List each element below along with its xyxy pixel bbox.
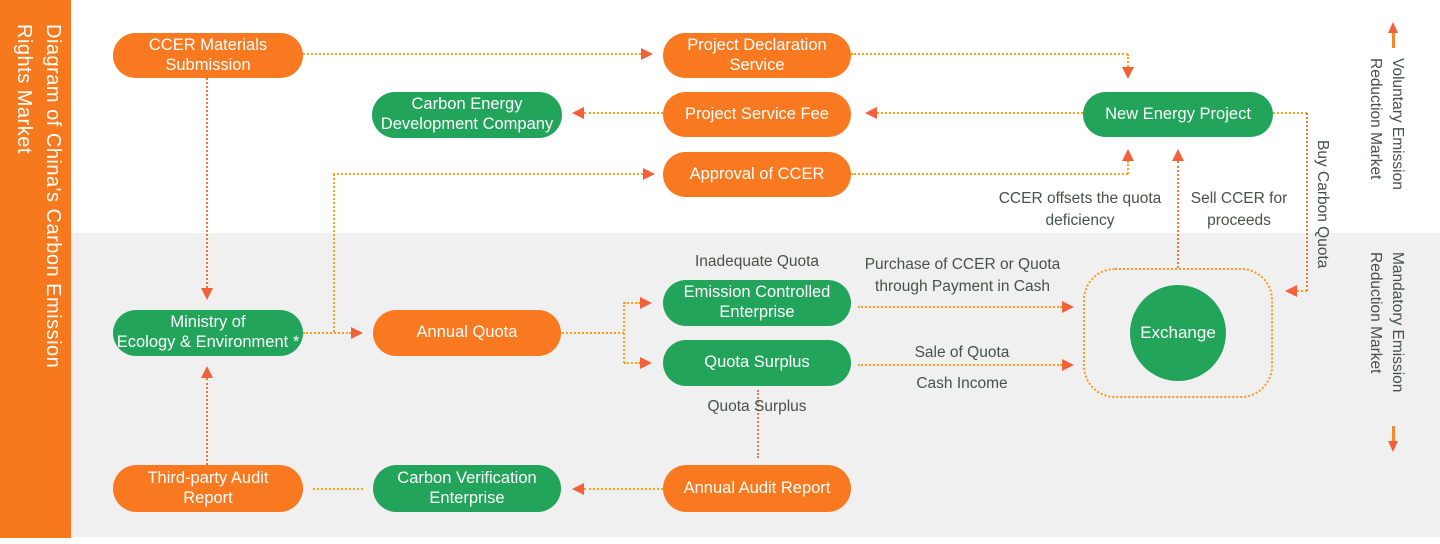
edge-servicefee-to-carbonenergy (584, 112, 663, 114)
arrowhead (572, 483, 584, 495)
node-approval-of-ccer: Approval of CCER (663, 152, 851, 197)
edge-approval-to-newenergy (851, 173, 1128, 175)
edge-quota-to-emission (624, 302, 640, 304)
arrowhead (640, 357, 652, 369)
label-cash-income: Cash Income (916, 375, 1008, 392)
exchange-dotted-zone (1083, 268, 1273, 398)
node-ministry-of-ecology-environment: Ministry of Ecology & Environment * (113, 310, 303, 356)
label-purchase-of-ccer: Purchase of CCER or Quota through Paymen… (864, 256, 1061, 295)
node-quota-surplus: Quota Surplus (663, 340, 851, 386)
arrowhead (201, 366, 213, 378)
edge-ccer-to-ministry (206, 78, 208, 288)
edge-newenergy-to-exchange (1273, 112, 1307, 114)
arrowhead (643, 168, 655, 180)
edge-quota-branch (623, 302, 625, 363)
arrowhead (865, 107, 877, 119)
edge-newenergy-to-servicefee (877, 112, 1083, 114)
edge-audit-to-verification (584, 488, 663, 490)
label-sell-ccer: Sell CCER for proceeds (1190, 190, 1288, 229)
node-carbon-verification-enterprise: Carbon Verification Enterprise (373, 465, 561, 512)
edge-declaration-to-newenergy (851, 53, 1128, 55)
edge-declaration-to-newenergy (1127, 54, 1129, 67)
node-carbon-energy-development-company: Carbon Energy Development Company (372, 92, 562, 138)
arrowhead (1062, 301, 1074, 313)
node-project-service-fee: Project Service Fee (663, 92, 851, 137)
edge-ministry-to-quota (303, 332, 351, 334)
label-sale-of-quota: Sale of Quota (914, 344, 1010, 361)
node-exchange: Exchange (1130, 285, 1226, 381)
arrowhead (1172, 149, 1184, 161)
edge-quota-to-surplus (624, 362, 640, 364)
label-inadequate-quota: Inadequate Quota (694, 253, 820, 270)
edge-surplus-to-exchange (858, 364, 1062, 366)
node-project-declaration-service: Project Declaration Service (663, 33, 851, 78)
arrowhead (640, 297, 652, 309)
node-annual-quota: Annual Quota (373, 310, 561, 356)
arrowhead (1285, 285, 1297, 297)
arrowhead (1122, 67, 1134, 79)
down-arrow-icon (1388, 426, 1399, 452)
edge-surplus-to-audit-report (757, 390, 759, 458)
edge-ministry-to-approval (333, 174, 335, 332)
edge-emission-to-exchange (858, 306, 1062, 308)
edge-ccer-to-declaration (303, 53, 641, 55)
label-buy-carbon-quota: Buy Carbon Quota (1314, 140, 1331, 269)
title-sidebar: Diagram of China's Carbon Emission Right… (0, 0, 71, 538)
edge-quota-branch (562, 332, 624, 334)
arrowhead (1122, 149, 1134, 161)
edge-newenergy-to-exchange (1306, 113, 1308, 291)
arrowhead (201, 288, 213, 300)
caption-voluntary-market: Voluntary Emission Reduction Market (1367, 58, 1406, 190)
edge-verification-to-audit (313, 488, 363, 490)
edge-approval-to-newenergy (1127, 161, 1129, 174)
node-third-party-audit-report: Third-party Audit Report (113, 465, 303, 512)
edge-newenergy-to-exchange (1297, 290, 1307, 292)
edge-exchange-to-newenergy (1177, 161, 1179, 268)
up-arrow-icon (1388, 22, 1399, 48)
node-new-energy-project: New Energy Project (1083, 92, 1273, 137)
diagram-title: Diagram of China's Carbon Emission Right… (13, 24, 64, 369)
edge-ministry-to-approval (333, 173, 643, 175)
node-emission-controlled-enterprise: Emission Controlled Enterprise (663, 280, 851, 326)
arrowhead (641, 48, 653, 60)
node-ccer-materials-submission: CCER Materials Submission (113, 33, 303, 78)
caption-mandatory-market: Mandatory Emission Reduction Market (1367, 252, 1406, 393)
label-quota-surplus-flow: Quota Surplus (707, 398, 807, 415)
arrowhead (1062, 359, 1074, 371)
edge-audit-to-ministry (206, 378, 208, 465)
node-annual-audit-report: Annual Audit Report (663, 465, 851, 512)
arrowhead (572, 107, 584, 119)
label-ccer-offsets: CCER offsets the quota deficiency (998, 190, 1162, 229)
arrowhead (351, 327, 363, 339)
